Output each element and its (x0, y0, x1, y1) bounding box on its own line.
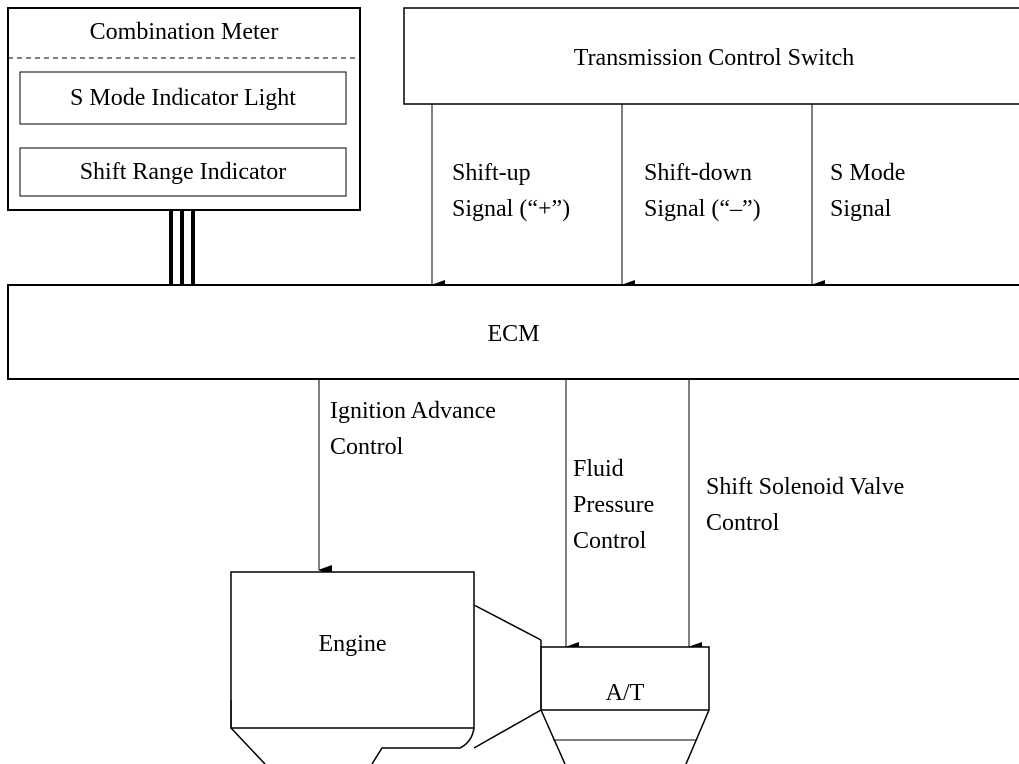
combination-meter-box (7, 7, 361, 211)
transmission-control-switch-box (403, 7, 1019, 105)
ecm-label: ECM (487, 321, 540, 347)
ignition-advance-control-label: Ignition Advance Control (330, 398, 496, 460)
shift-down-signal-label: Shift-down Signal (“–”) (644, 160, 761, 222)
bell-housing-shape (473, 604, 542, 749)
shift-up-signal-label: Shift-up Signal (“+”) (452, 160, 571, 222)
s-mode-indicator-label: S Mode Indicator Light (70, 85, 296, 111)
transmission-shape (540, 640, 710, 764)
shift-solenoid-valve-control-label: Shift Solenoid Valve Control (706, 474, 905, 536)
engine-shape (230, 571, 475, 764)
engine-label: Engine (318, 631, 387, 657)
s-mode-signal-label: S Mode Signal (830, 160, 906, 222)
fluid-pressure-control-label: Fluid Pressure Control (573, 456, 655, 554)
shift-range-indicator-label: Shift Range Indicator (79, 159, 287, 185)
combination-meter-title: Combination Meter (89, 19, 279, 45)
transmission-control-switch-label: Transmission Control Switch (573, 45, 855, 71)
meter-harness-wires (169, 210, 195, 285)
shift-range-indicator-box (19, 147, 347, 197)
s-mode-indicator-box (19, 71, 347, 125)
ecm-box (7, 284, 1019, 380)
transmission-label: A/T (605, 680, 645, 706)
